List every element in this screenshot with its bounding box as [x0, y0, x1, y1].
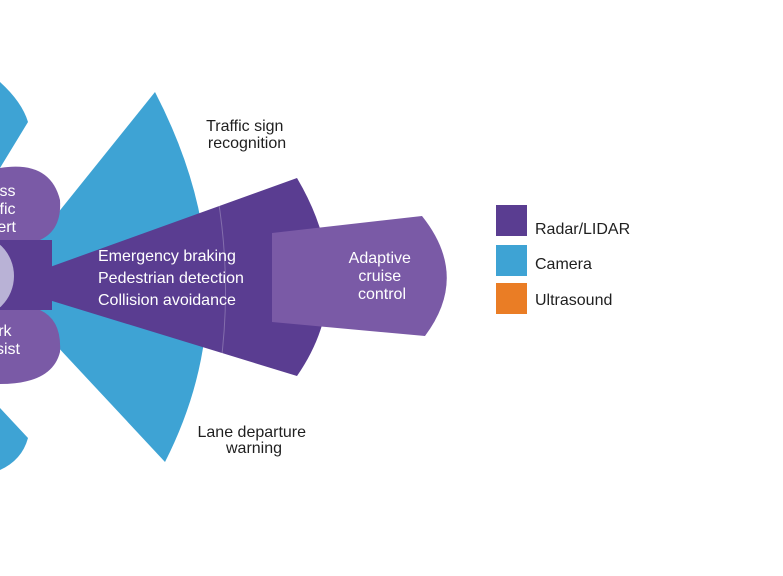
legend-label-camera: Camera [535, 256, 592, 273]
radar-medium-sector [0, 178, 329, 376]
vehicle-circle [0, 244, 14, 308]
legend-label-radar: Radar/LIDAR [535, 221, 630, 238]
adaptive-cruise-label: Adaptive cruise control [349, 250, 416, 303]
lane-departure-label: Lane departure warning [198, 424, 311, 457]
radar-lidar-swatch [496, 205, 527, 236]
sector-boundary-arc [217, 197, 227, 371]
cross-traffic-label: ross affic ert [0, 183, 20, 236]
traffic-sign-label: Traffic sign recognition [206, 118, 288, 152]
park-assist-label: rk sist [0, 323, 21, 358]
legend-item-ultrasound: Ultrasound [496, 283, 612, 314]
legend-item-camera: Camera [496, 245, 592, 276]
radar-long-range-lobe [272, 216, 447, 336]
camera-lower-edge-sector [0, 408, 28, 470]
camera-upper-edge-sector [0, 82, 28, 168]
cross-traffic-lobe [0, 166, 61, 240]
legend: Radar/LIDAR Camera Ultrasound [496, 205, 630, 314]
legend-label-ultrasound: Ultrasound [535, 292, 612, 309]
camera-swatch [496, 245, 527, 276]
park-assist-lobe [0, 310, 61, 384]
center-functions-label: Emergency braking Pedestrian detection C… [98, 248, 248, 309]
legend-item-radar: Radar/LIDAR [496, 205, 630, 238]
ultrasound-swatch [496, 283, 527, 314]
